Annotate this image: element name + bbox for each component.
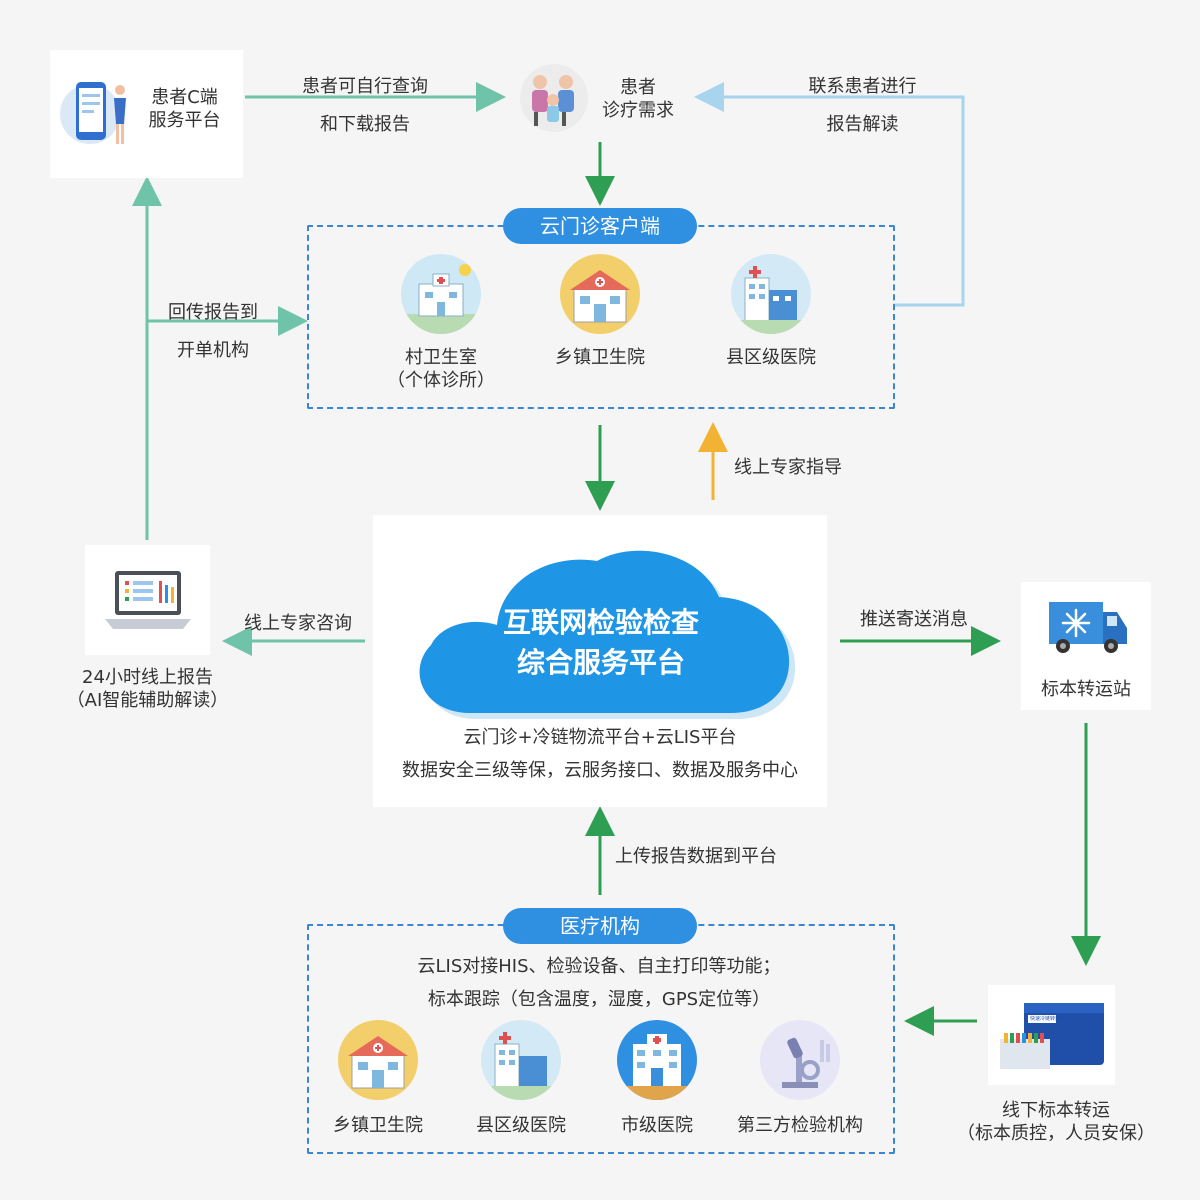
transfer-station-label: 标本转运站	[1041, 679, 1131, 700]
patient-portal-card: 患者C端 服务平台	[50, 50, 243, 178]
offline-label-2: （标本质控，人员安保）	[957, 1123, 1155, 1145]
microscope-icon	[760, 1020, 840, 1100]
edge-push-label: 推送寄送消息	[860, 609, 968, 630]
cloud-clinic-title: 云门诊客户端	[503, 208, 697, 244]
edge-query-label-2: 和下载报告	[320, 114, 410, 135]
edge-consult-label: 线上专家咨询	[244, 613, 352, 634]
edge-contact-label-1: 联系患者进行	[808, 76, 917, 97]
phone-icon	[60, 82, 126, 144]
city-hospital-icon	[617, 1020, 697, 1100]
report-24h-label-2: （AI智能辅助解读）	[66, 690, 229, 712]
edge-contact-label-2: 报告解读	[826, 114, 899, 135]
village-clinic-icon	[401, 254, 481, 334]
family-icon	[520, 64, 588, 132]
portal-label-1: 患者C端	[151, 87, 218, 108]
edge-return-label-1: 回传报告到	[168, 302, 258, 323]
platform-title-1: 互联网检验检查	[502, 606, 699, 639]
org-label-third-party: 第三方检验机构	[737, 1115, 863, 1136]
laptop-icon	[105, 571, 191, 629]
edge-upload-label: 上传报告数据到平台	[615, 846, 777, 867]
platform-card: 互联网检验检查 综合服务平台 云门诊+冷链物流平台+云LIS平台 数据安全三级等…	[373, 515, 827, 807]
medical-org-desc-1: 云LIS对接HIS、检验设备、自主打印等功能；	[417, 956, 781, 977]
box-label: 快速冷链转运箱	[1030, 1016, 1066, 1022]
org-label-county: 县区级医院	[476, 1115, 566, 1136]
need-label-1: 患者	[620, 77, 656, 98]
platform-title-2: 综合服务平台	[516, 646, 685, 679]
portal-label-2: 服务平台	[148, 110, 221, 132]
township-hospital-icon	[560, 254, 640, 334]
county-hospital-icon	[731, 254, 811, 334]
medical-org-title: 医疗机构	[503, 908, 697, 944]
offline-label-1: 线下标本转运	[1002, 1100, 1110, 1121]
platform-desc-1: 云门诊+冷链物流平台+云LIS平台	[463, 727, 737, 748]
county-hospital-icon-2	[481, 1020, 561, 1100]
clinic-sublabel-village: （个体诊所）	[387, 370, 495, 392]
medical-org-desc-2: 标本跟踪（包含温度，湿度，GPS定位等）	[427, 989, 771, 1010]
report-24h-label-1: 24小时线上报告	[82, 667, 213, 688]
arrow-contact	[694, 82, 965, 307]
offline-transfer-card: 快速冷链转运箱	[988, 985, 1115, 1085]
transfer-station-card: 标本转运站	[1021, 582, 1151, 710]
edge-query-label-1: 患者可自行查询	[302, 76, 428, 97]
clinic-label-county: 县区级医院	[726, 347, 816, 368]
org-label-city: 市级医院	[621, 1115, 693, 1136]
township-hospital-icon-2	[338, 1020, 418, 1100]
org-label-township: 乡镇卫生院	[333, 1115, 423, 1136]
report-24h-card	[85, 545, 210, 655]
clinic-label-village: 村卫生室	[405, 347, 477, 368]
edge-return-label-2: 开单机构	[177, 340, 249, 361]
clinic-label-township: 乡镇卫生院	[555, 347, 645, 368]
refrigerated-truck-icon	[1049, 602, 1127, 653]
cloud-shape	[419, 550, 796, 719]
edge-guidance-label: 线上专家指导	[734, 457, 842, 478]
cold-box-icon	[1000, 1003, 1104, 1069]
need-label-2: 诊疗需求	[602, 100, 674, 122]
platform-desc-2: 数据安全三级等保，云服务接口、数据及服务中心	[402, 760, 798, 781]
